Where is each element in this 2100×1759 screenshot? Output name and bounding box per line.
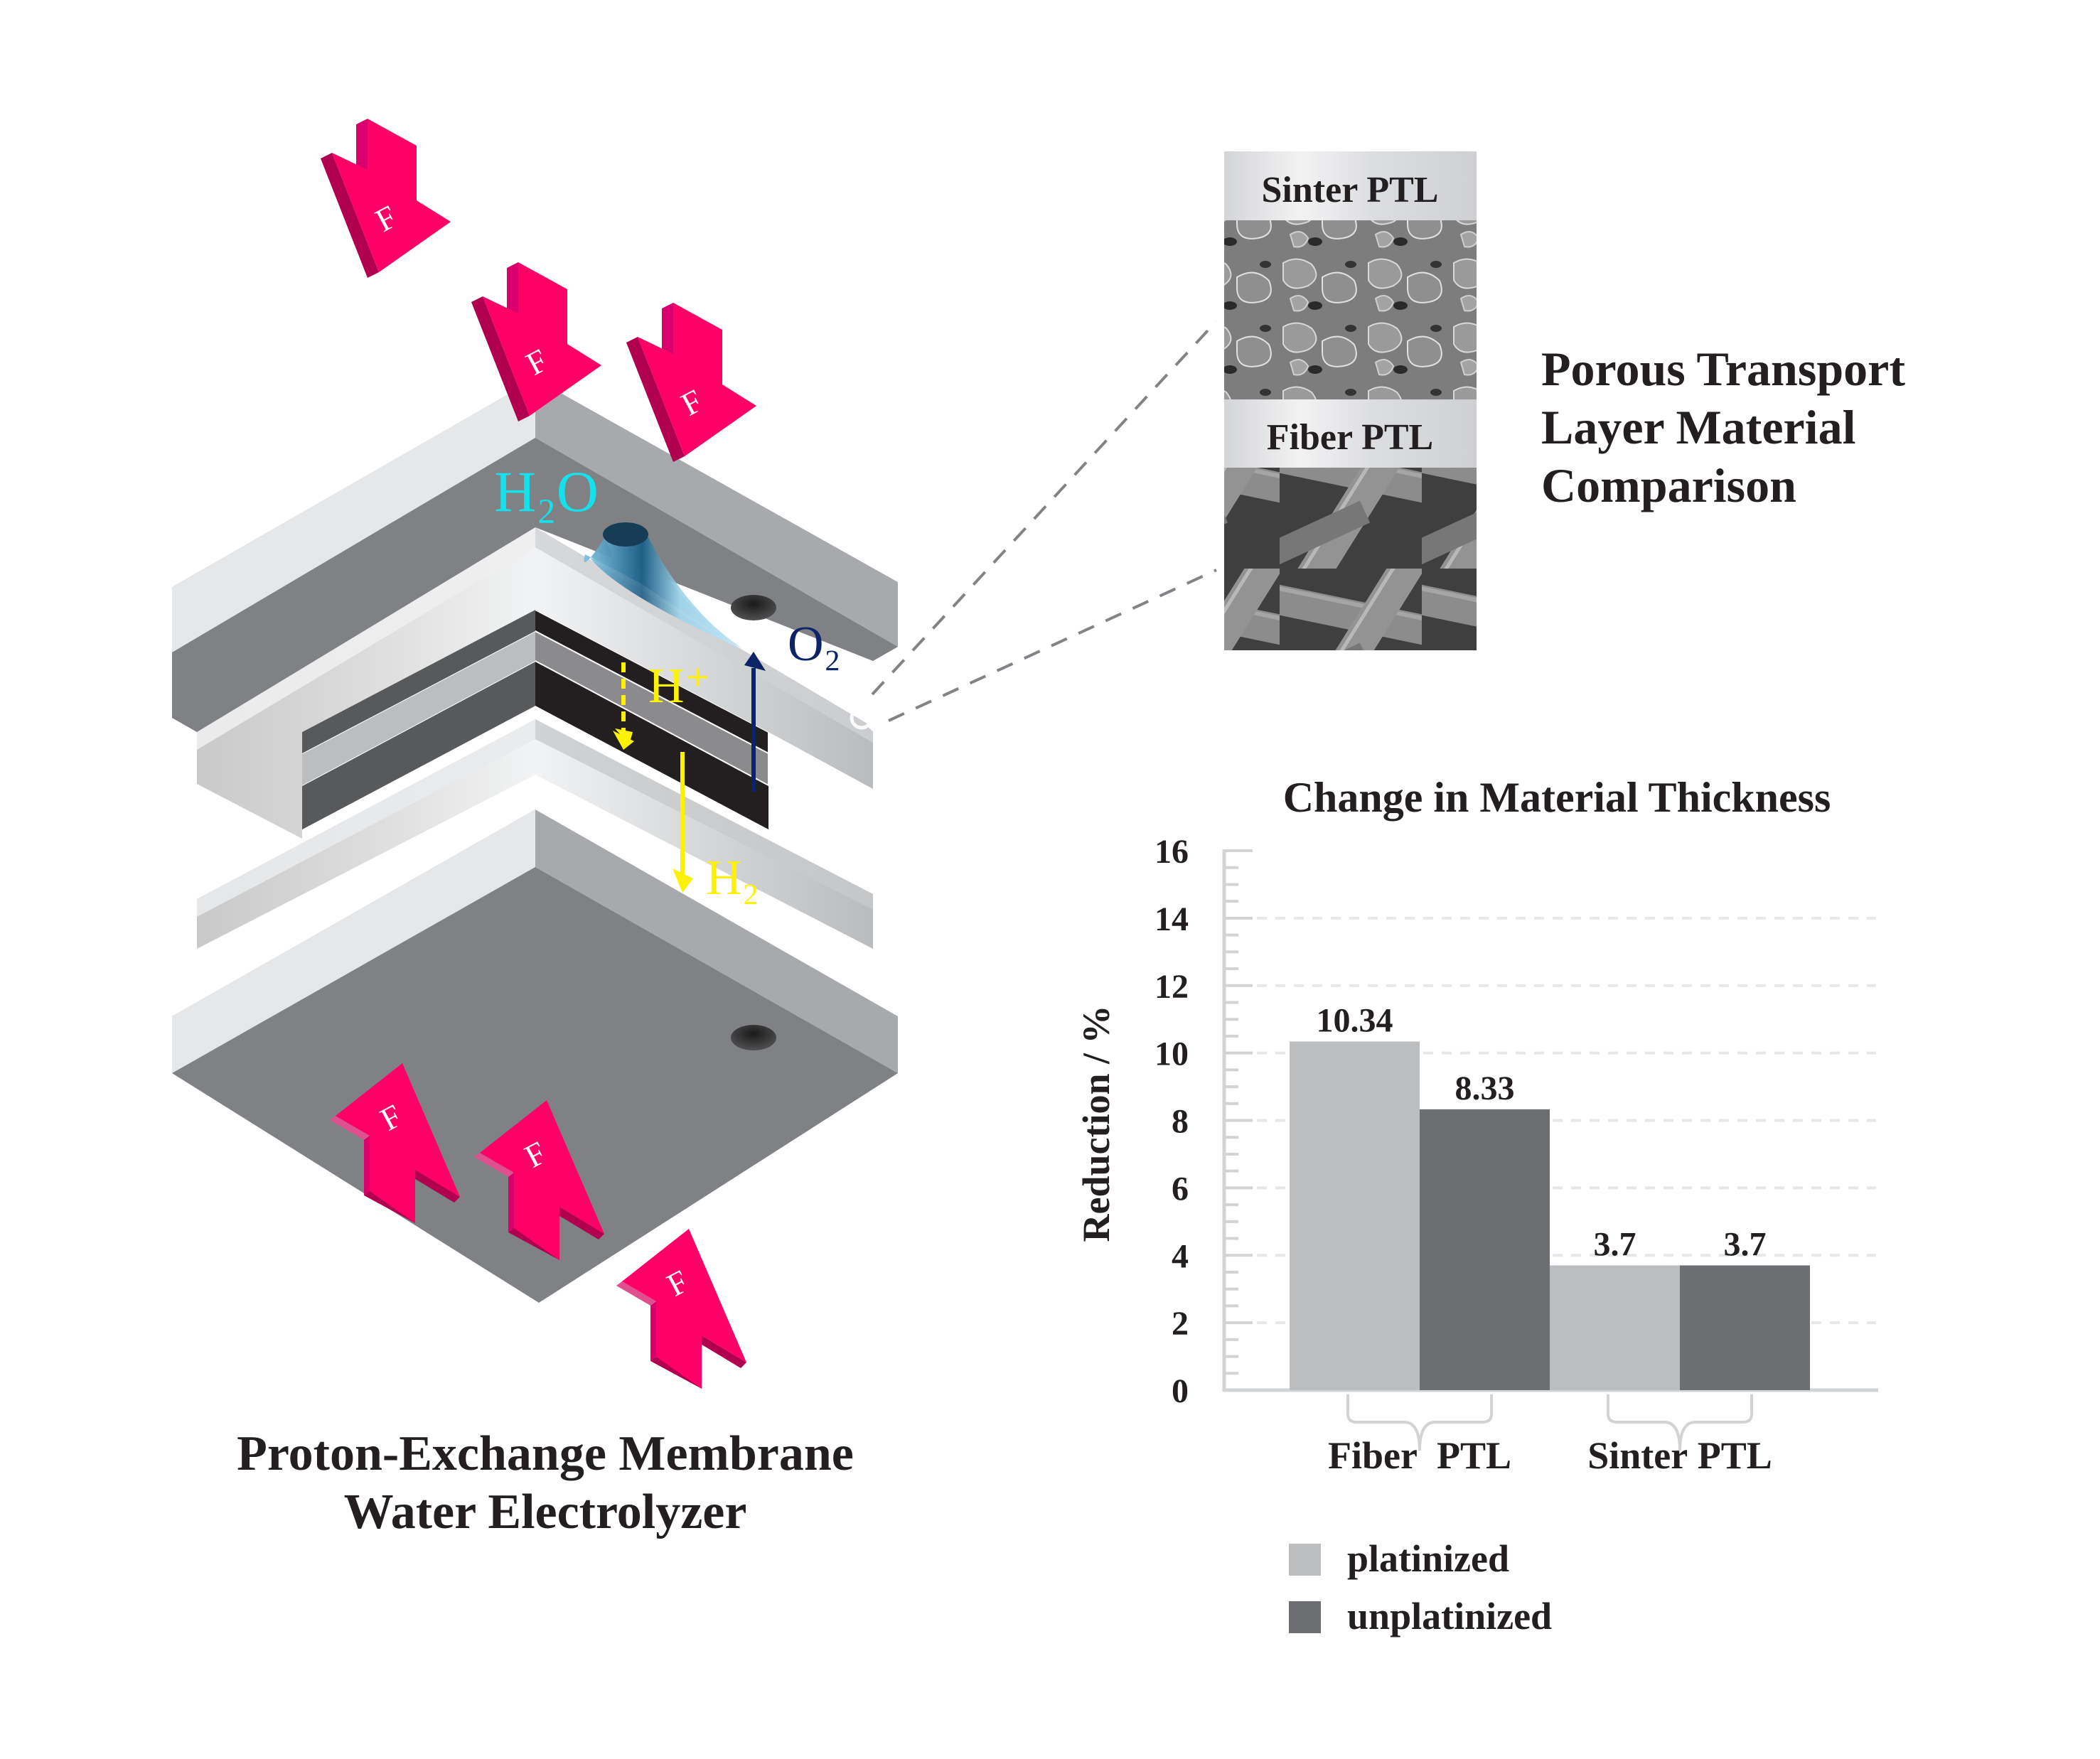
y-tick-label: 8 [1172, 1103, 1189, 1141]
chart-title: Change in Material Thickness [1283, 774, 1831, 821]
hydrogen-flow-arrow [673, 752, 693, 893]
y-tick-label: 10 [1155, 1036, 1189, 1073]
force-arrow-down-icon: F [626, 303, 756, 462]
ptl-title-line1: Porous Transport [1541, 342, 1905, 396]
y-axis-label: Reduction / % [1075, 1005, 1118, 1242]
legend-label-platinized: platinized [1347, 1537, 1509, 1580]
category-brace [1607, 1394, 1753, 1451]
bar-value-label: 8.33 [1455, 1070, 1515, 1107]
cathode-flow-plate [197, 719, 873, 949]
y-tick-label: 16 [1155, 833, 1189, 871]
zoom-callout-lines [871, 320, 1218, 722]
magnifier-icon [850, 706, 876, 732]
bar-unplatinized [1420, 1109, 1550, 1390]
force-arrow-up-icon: F [330, 1063, 460, 1223]
fiber-ptl-sem-image [1224, 468, 1477, 650]
bar-value-label: 3.7 [1724, 1225, 1767, 1263]
ptl-title: Porous Transport Layer Material Comparis… [1541, 342, 1905, 512]
bottom-end-plate [172, 809, 898, 1303]
water-inlet-icon [584, 522, 743, 649]
proton-flow-arrow [613, 662, 634, 750]
category-brace [1346, 1394, 1493, 1451]
category-label: Sinter PTL [1587, 1434, 1772, 1477]
y-tick-label: 4 [1172, 1237, 1189, 1275]
bars: 10.34 8.33 3.7 3.7 [1290, 1001, 1810, 1390]
x-axis-categories: Fiber PTL Sinter PTL [1328, 1394, 1772, 1477]
top-end-plate [172, 379, 898, 732]
force-arrows-bottom: F F F [330, 1063, 746, 1389]
legend-swatch-unplatinized [1289, 1601, 1321, 1633]
y-tick-label: 14 [1155, 900, 1189, 938]
force-arrow-down-icon: F [471, 262, 601, 421]
fiber-ptl-label: Fiber PTL [1267, 417, 1433, 458]
port-hole-icon [731, 595, 776, 620]
oxygen-flow-arrow [744, 652, 766, 792]
y-tick-label: 6 [1172, 1170, 1189, 1207]
ptl-image-panel: Sinter PTL Fiber PTL [1224, 151, 1477, 650]
anode-flow-plate [197, 527, 876, 839]
y-tick-label: 0 [1172, 1372, 1189, 1410]
bar-value-label: 10.34 [1317, 1001, 1393, 1039]
sinter-ptl-sem-image [1224, 220, 1477, 399]
force-arrow-down-icon: F [321, 119, 451, 278]
hydrogen-label: H₂ [706, 851, 759, 905]
pem-electrolyzer-diagram: H₂O O₂ H⁺ H₂ F [172, 119, 898, 1539]
force-arrows-top: F F F [321, 119, 756, 462]
bar-value-label: 3.7 [1594, 1225, 1636, 1263]
force-arrow-up-icon: F [616, 1229, 746, 1389]
thickness-bar-chart: Change in Material Thickness Reduction /… [1075, 774, 1878, 1637]
legend: platinized unplatinized [1289, 1537, 1552, 1637]
category-label: Fiber PTL [1328, 1434, 1511, 1477]
legend-label-unplatinized: unplatinized [1347, 1595, 1552, 1637]
sinter-ptl-label: Sinter PTL [1262, 170, 1439, 210]
diagram-caption-line1: Proton-Exchange Membrane [237, 1426, 854, 1481]
oxygen-label: O₂ [788, 617, 841, 672]
bar-platinized [1290, 1041, 1420, 1390]
ptl-title-line2: Layer Material [1541, 400, 1855, 454]
proton-label: H⁺ [648, 659, 711, 714]
diagram-caption-line2: Water Electrolyzer [344, 1485, 747, 1539]
water-label: H₂O [494, 459, 599, 524]
force-arrow-up-icon: F [474, 1100, 604, 1260]
legend-swatch-platinized [1289, 1544, 1321, 1576]
bar-unplatinized [1680, 1265, 1810, 1390]
y-tick-label: 12 [1155, 968, 1189, 1006]
ptl-title-line3: Comparison [1541, 458, 1796, 512]
port-hole-icon [731, 1025, 776, 1050]
bar-platinized [1550, 1265, 1680, 1390]
y-tick-label: 2 [1172, 1305, 1189, 1343]
